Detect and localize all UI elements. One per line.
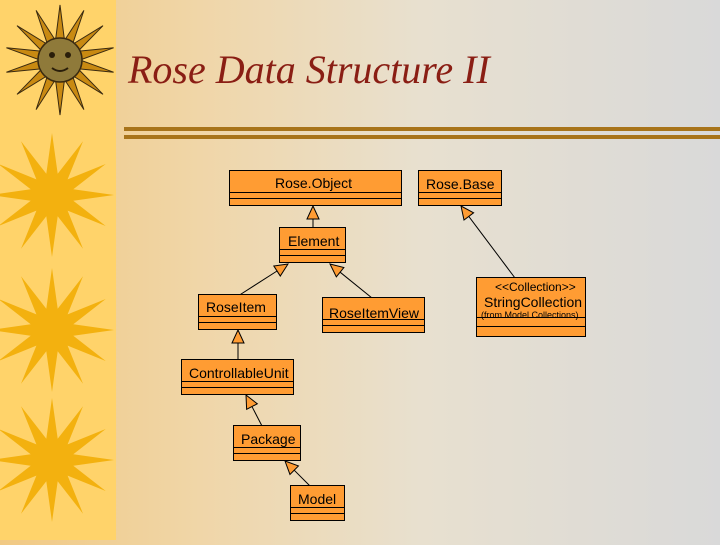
class-string-collection: <<Collection>> StringCollection (from Mo… — [476, 277, 586, 337]
generalization-element-to-rose-object — [306, 204, 320, 228]
class-name: ControllableUnit — [189, 365, 289, 381]
class-name: Package — [241, 431, 296, 447]
class-stereotype: <<Collection>> — [495, 280, 576, 294]
sun-face-icon — [6, 4, 114, 116]
class-name: Rose.Object — [275, 175, 353, 191]
generalization-rose-item-view-to-element — [329, 263, 373, 299]
sidebar-decoration — [0, 0, 116, 540]
title-rule — [124, 127, 720, 131]
class-name: RoseItem — [206, 299, 266, 315]
class-controllable-unit: ControllableUnit — [181, 359, 294, 395]
class-package: Package — [233, 425, 301, 461]
sun-icon — [0, 133, 114, 257]
class-name: Model — [298, 491, 337, 507]
class-rose-object: Rose.Object — [229, 170, 402, 206]
class-rose-item: RoseItem — [198, 294, 277, 330]
sun-decorations — [0, 4, 114, 522]
class-element: Element — [279, 227, 346, 263]
class-rose-base: Rose.Base — [418, 170, 502, 206]
generalization-string-collection-to-rose-base — [460, 205, 516, 279]
generalization-model-to-package — [284, 460, 311, 487]
slide-title: Rose Data Structure II — [128, 47, 490, 92]
class-model: Model — [290, 485, 345, 521]
sun-icon — [0, 268, 114, 392]
generalization-rose-item-to-element — [237, 263, 290, 297]
class-package-note: (from Model Collections) — [481, 310, 579, 320]
class-name: Element — [288, 233, 340, 249]
class-name: Rose.Base — [426, 176, 495, 192]
class-rose-item-view: RoseItemView — [322, 297, 425, 333]
sun-icon — [0, 398, 114, 522]
generalization-controllable-unit-to-rose-item — [231, 328, 245, 360]
title-rule-2 — [124, 135, 720, 139]
generalization-package-to-controllable-unit — [245, 393, 263, 427]
class-name: StringCollection — [484, 294, 583, 310]
class-name: RoseItemView — [329, 305, 420, 321]
